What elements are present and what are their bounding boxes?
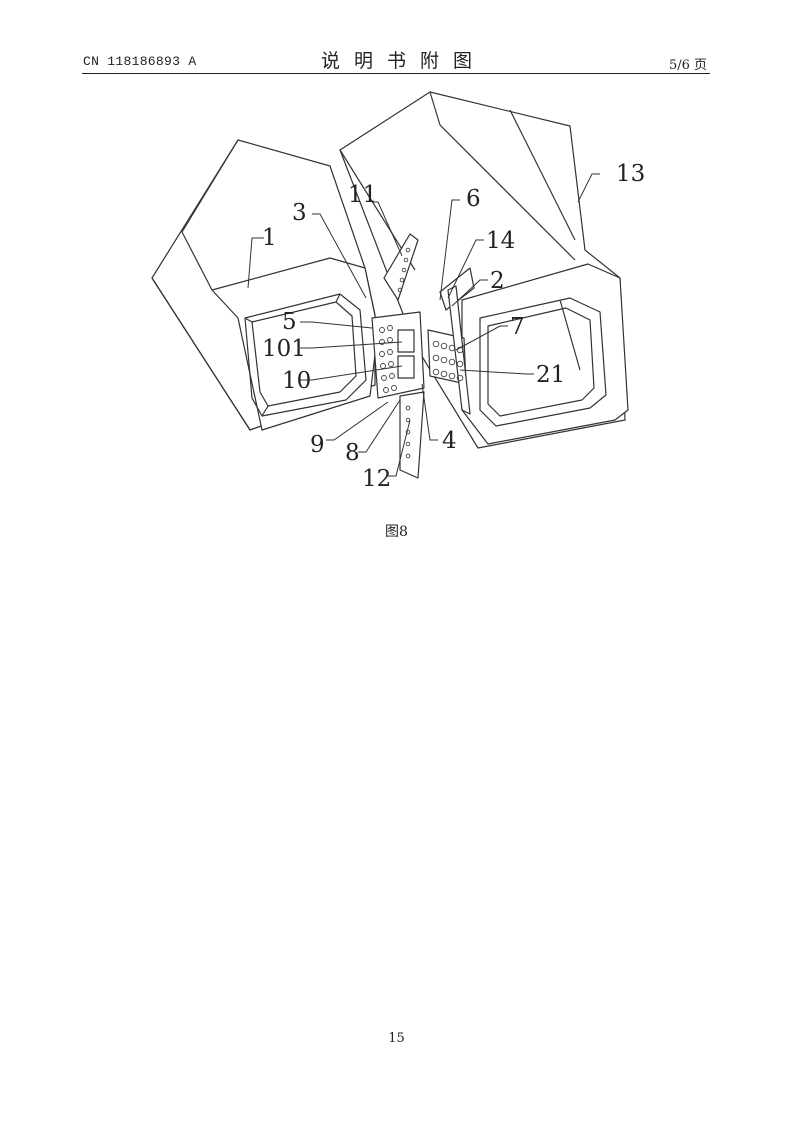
header-section-title: 说明书附图 <box>320 50 486 72</box>
callout-13: 13 <box>616 161 645 187</box>
right-girder-end-frame <box>461 263 629 445</box>
leader-lines <box>247 173 600 477</box>
callout-12: 12 <box>362 466 391 492</box>
left-girder-inner-opening <box>244 293 367 417</box>
callout-9: 9 <box>310 432 325 458</box>
callout-14: 14 <box>486 228 515 254</box>
callout-5: 5 <box>282 309 297 335</box>
right-girder-inner-opening <box>479 297 607 427</box>
callout-2: 2 <box>490 268 505 294</box>
callout-labels: 1 3 11 6 14 13 2 5 101 10 7 21 9 8 4 12 <box>262 161 645 492</box>
callout-4: 4 <box>442 428 457 454</box>
callout-11: 11 <box>348 182 377 208</box>
callout-101: 101 <box>262 336 306 362</box>
header-rule <box>82 73 710 74</box>
header-page-indicator: 5/6 页 <box>668 58 707 73</box>
patent-drawing-figure-8: 1 3 11 6 14 13 2 5 101 10 7 21 9 8 4 12 <box>151 91 645 492</box>
callout-3: 3 <box>292 200 307 226</box>
callout-6: 6 <box>466 186 481 212</box>
figure-caption: 图8 <box>385 524 408 540</box>
lower-splice-plate <box>399 391 425 479</box>
header-publication-number: CN 118186893 A <box>83 54 197 69</box>
callout-10: 10 <box>282 368 311 394</box>
central-connection-plate <box>371 311 425 399</box>
right-connecting-plate <box>439 267 475 311</box>
page-number: 15 <box>388 1031 405 1046</box>
bolt-holes <box>379 247 464 459</box>
callout-7: 7 <box>510 314 525 340</box>
callout-8: 8 <box>345 440 360 466</box>
callout-21: 21 <box>536 362 565 388</box>
callout-1: 1 <box>262 225 277 251</box>
